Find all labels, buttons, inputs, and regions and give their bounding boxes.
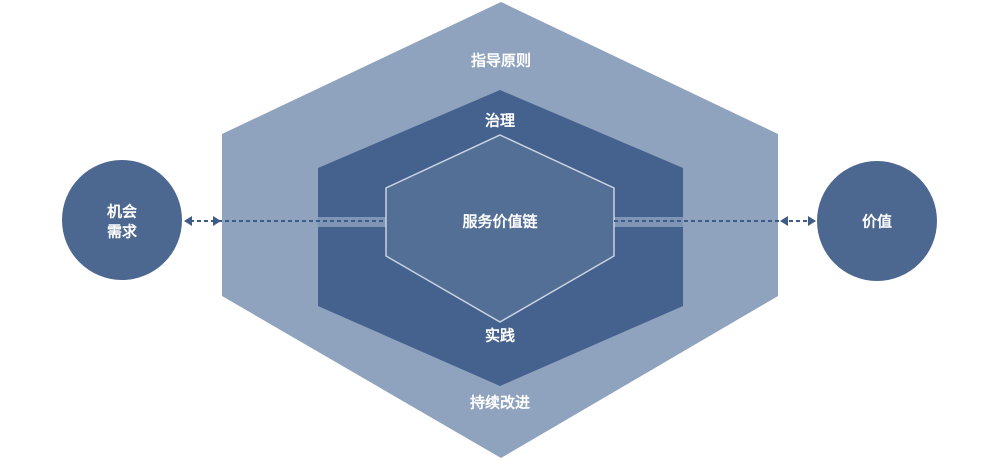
arrow-right-icon — [808, 216, 816, 226]
right-node-label: 价值 — [862, 213, 892, 231]
opportunity-demand-node — [62, 160, 182, 280]
middle-divider-right — [612, 217, 683, 227]
inner-hexagon — [385, 134, 615, 323]
value-node — [817, 161, 937, 281]
arrow-left-icon — [780, 216, 788, 226]
middle-bottom-label: 实践 — [485, 327, 515, 345]
arrow-left-icon — [184, 216, 192, 226]
left-node-label-line2: 需求 — [107, 223, 138, 241]
arrow-right-icon — [213, 216, 221, 226]
outer-bottom-label: 持续改进 — [470, 394, 530, 412]
outer-top-label: 指导原则 — [471, 52, 531, 70]
left-node-label-line1: 机会 — [107, 203, 137, 221]
middle-top-label: 治理 — [485, 112, 515, 130]
core-label: 服务价值链 — [462, 213, 538, 231]
